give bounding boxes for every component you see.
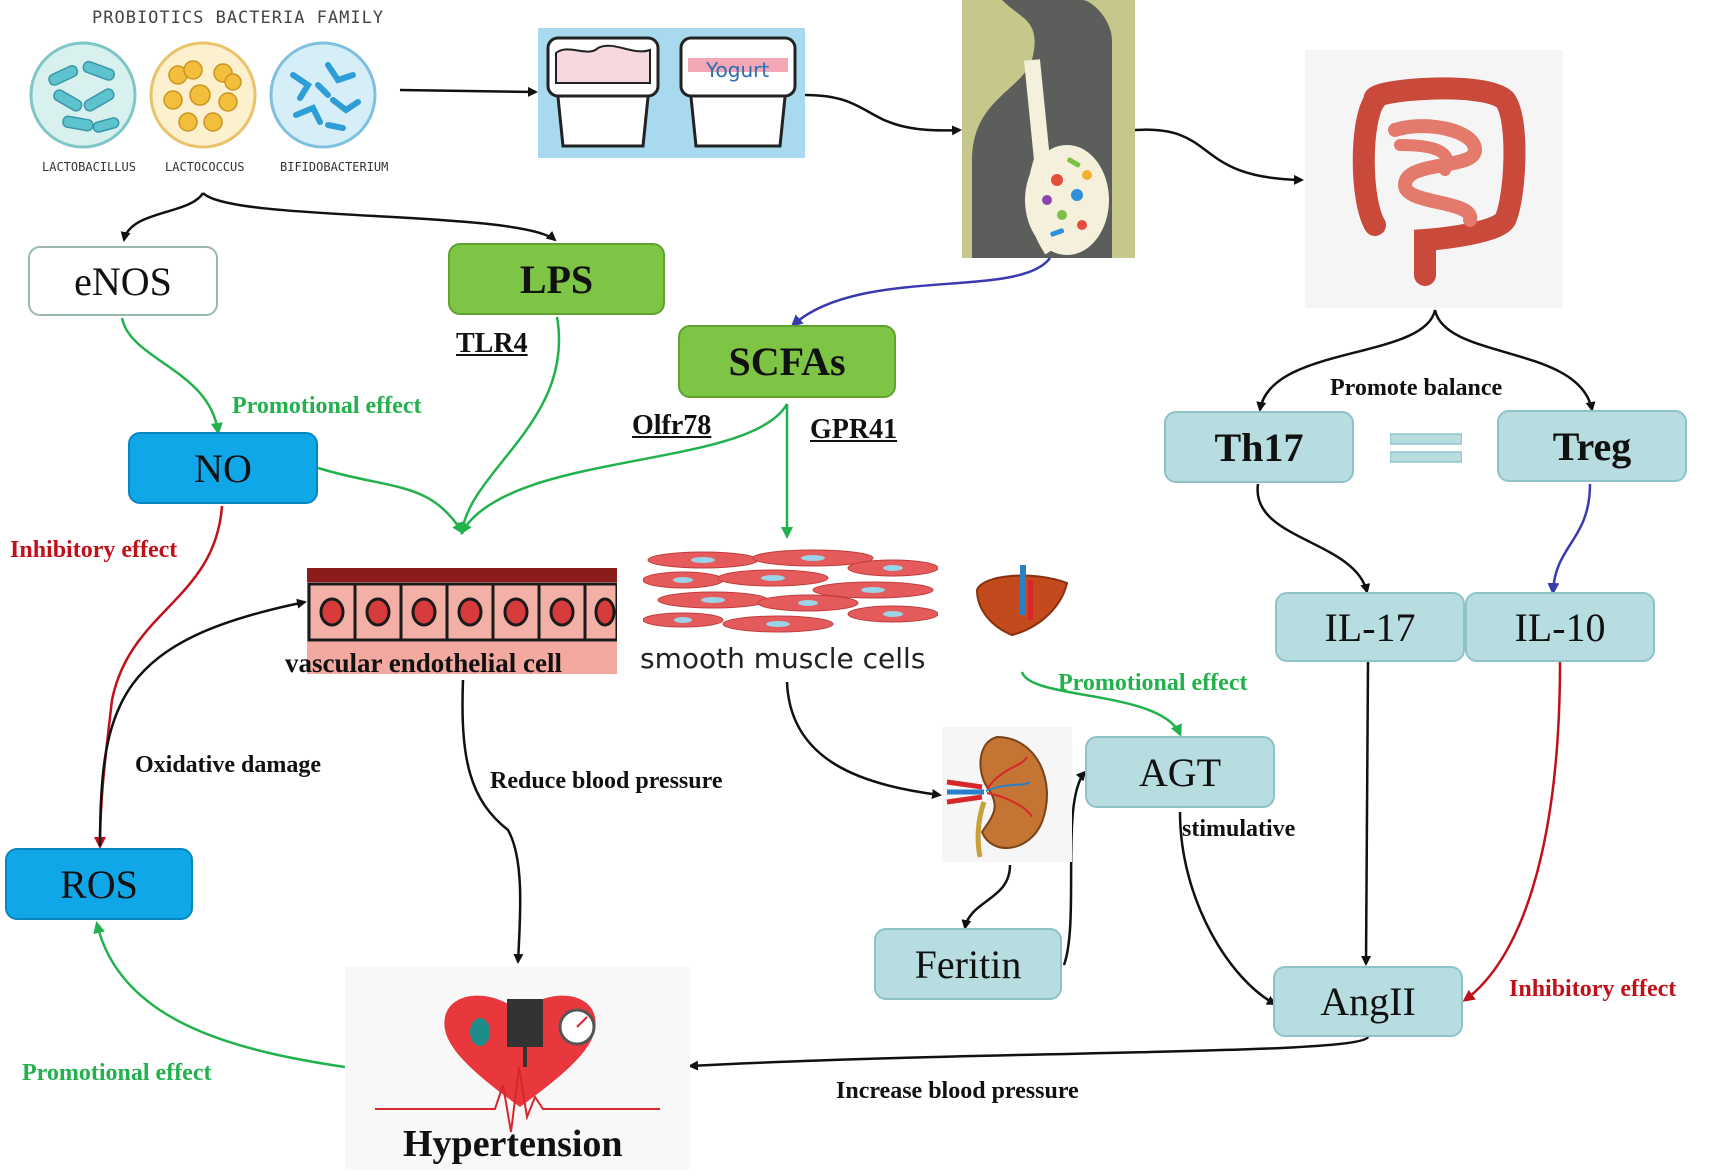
- arrow-gut-scfas: [790, 257, 1052, 327]
- balance-equals-icon: [1390, 433, 1462, 463]
- yogurt-cup-icon: [546, 36, 660, 148]
- hypertension-illustration: [345, 967, 690, 1170]
- arrow-gut-th17: [1256, 309, 1437, 412]
- arrow-endo-hyp: [461, 679, 524, 964]
- gut-microbes-icon: [1042, 157, 1092, 237]
- no-node: NO: [128, 432, 318, 504]
- yogurt-label: Yogurt: [706, 58, 770, 82]
- arrow-treg-il10: [1547, 483, 1592, 595]
- promo-effect-liver-label: Promotional effect: [1058, 670, 1248, 696]
- arrow-liver-agt: [1020, 671, 1182, 737]
- kidney-icon: [942, 727, 1072, 862]
- arrow-lps-endo: [457, 316, 561, 535]
- promote-balance-label: Promote balance: [1330, 375, 1503, 401]
- lactococcus-icon: [149, 41, 257, 149]
- arrow-feritin-agt: [1062, 770, 1087, 966]
- smooth-muscle-label: smooth muscle cells: [640, 642, 926, 675]
- ros-node: ROS: [5, 848, 193, 920]
- blood-pressure-cuff-icon: [470, 999, 543, 1067]
- lactobacillus-icon: [29, 41, 137, 149]
- il10-node: IL-10: [1465, 592, 1655, 662]
- olfr78-label: Olfr78: [632, 410, 712, 441]
- arrow-scfas-endo: [460, 403, 789, 535]
- feritin-node: Feritin: [874, 928, 1062, 1000]
- arrow-th17-il17: [1256, 483, 1371, 594]
- arrow-bacteria-yogurt: [399, 86, 538, 97]
- tlr4-label: TLR4: [456, 328, 528, 359]
- vascular-endothelial-label: vascular endothelial cell: [285, 648, 562, 678]
- arrow-yogurt-body: [804, 93, 962, 136]
- arrow-agt-angii: [1178, 811, 1277, 1006]
- vascular-endothelial-illustration: [307, 568, 617, 674]
- intestine-icon: [1352, 77, 1526, 286]
- arrow-gut-treg: [1433, 309, 1596, 412]
- gauge-icon: [558, 1008, 596, 1046]
- strain-lactococcus: LACTOCOCCUS: [165, 160, 245, 174]
- strain-bifidobacterium: BIFIDOBACTERIUM: [280, 160, 389, 174]
- increase-bp-label: Increase blood pressure: [836, 1078, 1079, 1104]
- smooth-muscle-illustration: [643, 549, 938, 633]
- arrow-il17-angii: [1361, 661, 1372, 966]
- promo-effect-ros-label: Promotional effect: [22, 1060, 212, 1086]
- arrow-ros-endo: [98, 598, 307, 847]
- reduce-bp-label: Reduce blood pressure: [490, 768, 723, 794]
- hypertension-label: Hypertension: [403, 1123, 623, 1165]
- yogurt-illustration: [538, 28, 805, 158]
- scfas-node: SCFAs: [678, 325, 896, 398]
- angii-node: AngII: [1273, 966, 1463, 1037]
- arrow-il10-angii: [1462, 661, 1562, 1002]
- arrow-kidney-feritin: [961, 864, 1012, 930]
- liver-icon: [975, 565, 1069, 637]
- stimulative-label: stimulative: [1182, 816, 1296, 842]
- bifidobacterium-icon: [269, 41, 377, 149]
- yogurt-cup-icon: [679, 36, 797, 148]
- arrow-bacteria-enos: [120, 192, 205, 242]
- il17-node: IL-17: [1275, 592, 1465, 662]
- th17-node: Th17: [1164, 411, 1354, 483]
- inhib-effect-no-label: Inhibitory effect: [10, 537, 178, 563]
- probiotics-title: PROBIOTICS BACTERIA FAMILY: [92, 8, 385, 28]
- lps-node: LPS: [448, 243, 665, 315]
- digestive-system-illustration: [962, 0, 1135, 258]
- strain-lactobacillus: LACTOBACILLUS: [42, 160, 136, 174]
- agt-node: AGT: [1085, 736, 1275, 808]
- gpr41-label: GPR41: [810, 414, 898, 445]
- arrow-body-intestine: [1134, 128, 1304, 185]
- inhib-effect-il10-label: Inhibitory effect: [1509, 976, 1677, 1002]
- probiotics-illustration: [29, 41, 377, 149]
- arrow-hyp-ros: [93, 921, 346, 1069]
- arrow-smooth-kidney: [785, 681, 942, 799]
- oxidative-damage-label: Oxidative damage: [135, 752, 321, 778]
- promo-effect-no-label: Promotional effect: [232, 393, 422, 419]
- enos-node: eNOS: [28, 246, 218, 316]
- arrow-angii-hyp: [688, 1036, 1370, 1071]
- arrow-enos-no: [120, 317, 223, 435]
- arrow-bacteria-lps: [202, 192, 557, 242]
- intestine-illustration: [1305, 50, 1563, 308]
- arrow-no-endo: [317, 466, 464, 535]
- treg-node: Treg: [1497, 410, 1687, 482]
